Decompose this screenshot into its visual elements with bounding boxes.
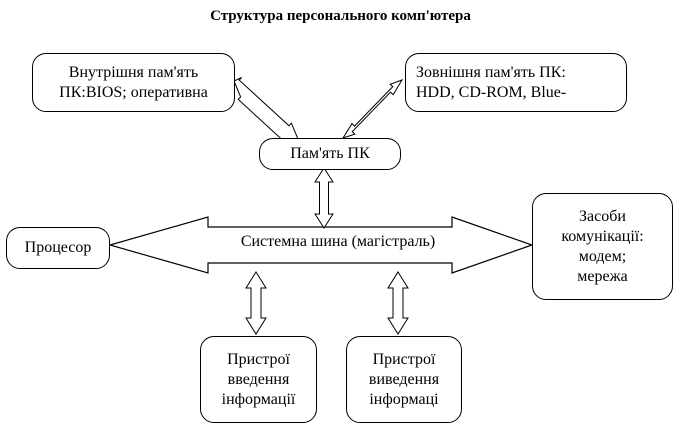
diagram-title: Структура персонального комп'ютера <box>210 8 471 24</box>
memory-bus-arrow <box>314 167 334 229</box>
input-bus-arrow <box>245 271 267 335</box>
system-bus-label: Системна шина (магістраль) <box>240 233 436 250</box>
output-bus-arrow <box>387 271 409 335</box>
processor-node: Процесор <box>6 227 110 269</box>
input-devices-node: Пристрої введення інформації <box>200 336 317 423</box>
communication-node: Засоби комунікації: модем; мережа <box>532 193 673 300</box>
internal-memory-arrow <box>233 77 299 146</box>
output-devices-node: Пристрої виведення інформаці <box>346 336 462 423</box>
internal-memory-node: Внутрішня пам'ять ПК:BIOS; оперативна <box>32 53 235 112</box>
external-memory-node: Зовнішня пам'ять ПК: HDD, CD-ROM, Blue- <box>405 53 627 112</box>
external-memory-arrow <box>341 79 404 139</box>
pc-memory-node: Пам'ять ПК <box>259 138 401 170</box>
